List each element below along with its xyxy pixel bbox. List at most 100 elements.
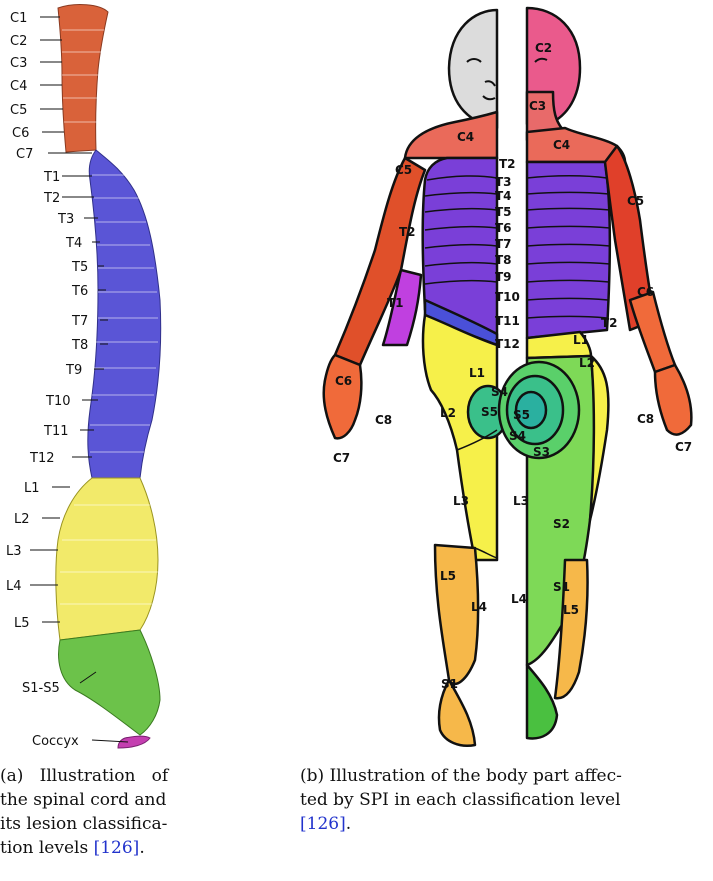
spine-label-c5: C5 bbox=[10, 103, 27, 118]
spine-label-t10: T10 bbox=[45, 394, 70, 409]
caption-a-line-1: (a) Illustration of bbox=[0, 764, 232, 788]
spine-label-l5: L5 bbox=[14, 616, 30, 631]
caption-a: (a) Illustration of the spinal cord and … bbox=[0, 764, 232, 860]
dermatome-label-l4: L4 bbox=[511, 592, 527, 606]
caption-a-line-2: the spinal cord and bbox=[0, 788, 232, 812]
dermatome-label-s1: S1 bbox=[441, 677, 458, 691]
citation-link-a[interactable]: [126] bbox=[94, 838, 140, 858]
spine-label-t5: T5 bbox=[71, 260, 88, 275]
dermatome-label-l5: L5 bbox=[440, 569, 456, 583]
dermatome-label-s4: S4 bbox=[491, 385, 508, 399]
dermatome-label-t9: T9 bbox=[495, 270, 512, 284]
dermatome-label-t6: T6 bbox=[495, 221, 512, 235]
spine-label-s1s5: S1-S5 bbox=[22, 681, 60, 696]
torso-right-thoracic bbox=[527, 162, 610, 338]
spine-label-c2: C2 bbox=[10, 34, 27, 49]
dermatome-label-c6: C6 bbox=[335, 374, 352, 388]
dermatome-label-c3: C3 bbox=[529, 99, 546, 113]
dermatome-label-l1: L1 bbox=[573, 333, 589, 347]
spine-label-t8: T8 bbox=[71, 338, 88, 353]
spine-label-t6: T6 bbox=[71, 284, 88, 299]
dermatome-label-l4: L4 bbox=[471, 600, 487, 614]
head-left bbox=[449, 10, 497, 128]
dermatome-label-l1: L1 bbox=[469, 366, 485, 380]
caption-b-line-3: [126]. bbox=[300, 812, 713, 836]
spine-label-t3: T3 bbox=[57, 212, 74, 227]
lumbar-vertebrae bbox=[56, 478, 158, 640]
arm-right-c6 bbox=[630, 292, 675, 372]
spine-label-l4: L4 bbox=[6, 579, 22, 594]
spine-label-t12: T12 bbox=[29, 451, 54, 466]
spine-label-l2: L2 bbox=[14, 512, 30, 527]
dermatome-label-s2: S2 bbox=[553, 517, 570, 531]
dermatome-label-l5: L5 bbox=[563, 603, 579, 617]
spinal-column-panel: C1C2C3C4C5C6C7T1T2T3T4T5T6T7T8T9T10T11T1… bbox=[0, 0, 235, 881]
hand-left bbox=[324, 355, 362, 438]
dermatome-label-c5: C5 bbox=[395, 163, 412, 177]
hand-right bbox=[655, 365, 691, 435]
dermatome-label-t3: T3 bbox=[495, 175, 512, 189]
caption-a-line-4-text: tion levels bbox=[0, 838, 94, 858]
dermatome-label-c6: C6 bbox=[637, 285, 654, 299]
dermatome-label-s4: S4 bbox=[509, 429, 526, 443]
spine-label-t1: T1 bbox=[43, 170, 60, 185]
leg-right-l2 bbox=[590, 356, 608, 520]
dermatome-label-l3: L3 bbox=[513, 494, 529, 508]
dermatome-label-t2: T2 bbox=[399, 225, 416, 239]
spine-label-t7: T7 bbox=[71, 314, 88, 329]
dermatome-label-t10: T10 bbox=[495, 290, 520, 304]
dermatome-label-t7: T7 bbox=[495, 237, 512, 251]
dermatome-label-s5: S5 bbox=[513, 408, 530, 422]
dermatome-label-l2: L2 bbox=[440, 406, 456, 420]
dermatome-label-c2: C2 bbox=[535, 41, 552, 55]
thoracic-vertebrae bbox=[88, 150, 161, 478]
spine-label-t11: T11 bbox=[43, 424, 68, 439]
caption-b: (b) Illustration of the body part affec-… bbox=[300, 764, 713, 836]
leg-left-l5 bbox=[435, 545, 478, 684]
dermatome-panel: C2C3C4C4C5C5C6C6C7C7C8C8T1T2T2T3T4T5T6T7… bbox=[235, 0, 713, 881]
dermatome-label-s1: S1 bbox=[553, 580, 570, 594]
spine-label-l3: L3 bbox=[6, 544, 22, 559]
spine-label-c4: C4 bbox=[10, 79, 27, 94]
caption-b-line-1: (b) Illustration of the body part affec- bbox=[300, 764, 713, 788]
spine-label-c3: C3 bbox=[10, 56, 27, 71]
dermatome-label-l3: L3 bbox=[453, 494, 469, 508]
dermatome-label-t5: T5 bbox=[495, 205, 512, 219]
dermatome-label-l2: L2 bbox=[579, 356, 595, 370]
dermatome-label-c5: C5 bbox=[627, 194, 644, 208]
dermatome-label-t2: T2 bbox=[499, 157, 516, 171]
spine-label-coccyx: Coccyx bbox=[32, 734, 79, 749]
spine-label-l1: L1 bbox=[24, 481, 40, 496]
dermatome-label-t12: T12 bbox=[495, 337, 520, 351]
spinal-column-illustration: C1C2C3C4C5C6C7T1T2T3T4T5T6T7T8T9T10T11T1… bbox=[0, 0, 235, 760]
spine-label-c1: C1 bbox=[10, 11, 27, 26]
cervical-vertebrae bbox=[58, 5, 108, 152]
shoulder-left-c4 bbox=[405, 112, 497, 158]
dermatome-label-t2: T2 bbox=[601, 316, 618, 330]
dermatome-label-s3: S3 bbox=[533, 445, 550, 459]
dermatome-label-c7: C7 bbox=[333, 451, 350, 465]
citation-link-b[interactable]: [126] bbox=[300, 814, 346, 834]
caption-b-end: . bbox=[346, 814, 351, 834]
spine-label-t2: T2 bbox=[43, 191, 60, 206]
dermatome-label-t11: T11 bbox=[495, 314, 520, 328]
dermatome-label-c8: C8 bbox=[637, 412, 654, 426]
spine-label-c7: C7 bbox=[16, 147, 33, 162]
foot-right bbox=[527, 665, 557, 738]
dermatome-label-s5: S5 bbox=[481, 405, 498, 419]
dermatome-label-t4: T4 bbox=[495, 189, 512, 203]
dermatome-label-c4: C4 bbox=[457, 130, 474, 144]
caption-a-line-4: tion levels [126]. bbox=[0, 836, 232, 860]
sacral-vertebrae bbox=[59, 630, 160, 735]
dermatome-label-t8: T8 bbox=[495, 253, 512, 267]
dermatome-label-c8: C8 bbox=[375, 413, 392, 427]
caption-a-line-3: its lesion classifica- bbox=[0, 812, 232, 836]
spine-label-t9: T9 bbox=[65, 363, 82, 378]
dermatome-label-c4: C4 bbox=[553, 138, 570, 152]
spine-label-c6: C6 bbox=[12, 126, 29, 141]
dermatome-label-c7: C7 bbox=[675, 440, 692, 454]
caption-b-line-2: ted by SPI in each classification level bbox=[300, 788, 713, 812]
caption-a-end: . bbox=[139, 838, 144, 858]
dermatome-label-t1: T1 bbox=[387, 296, 404, 310]
